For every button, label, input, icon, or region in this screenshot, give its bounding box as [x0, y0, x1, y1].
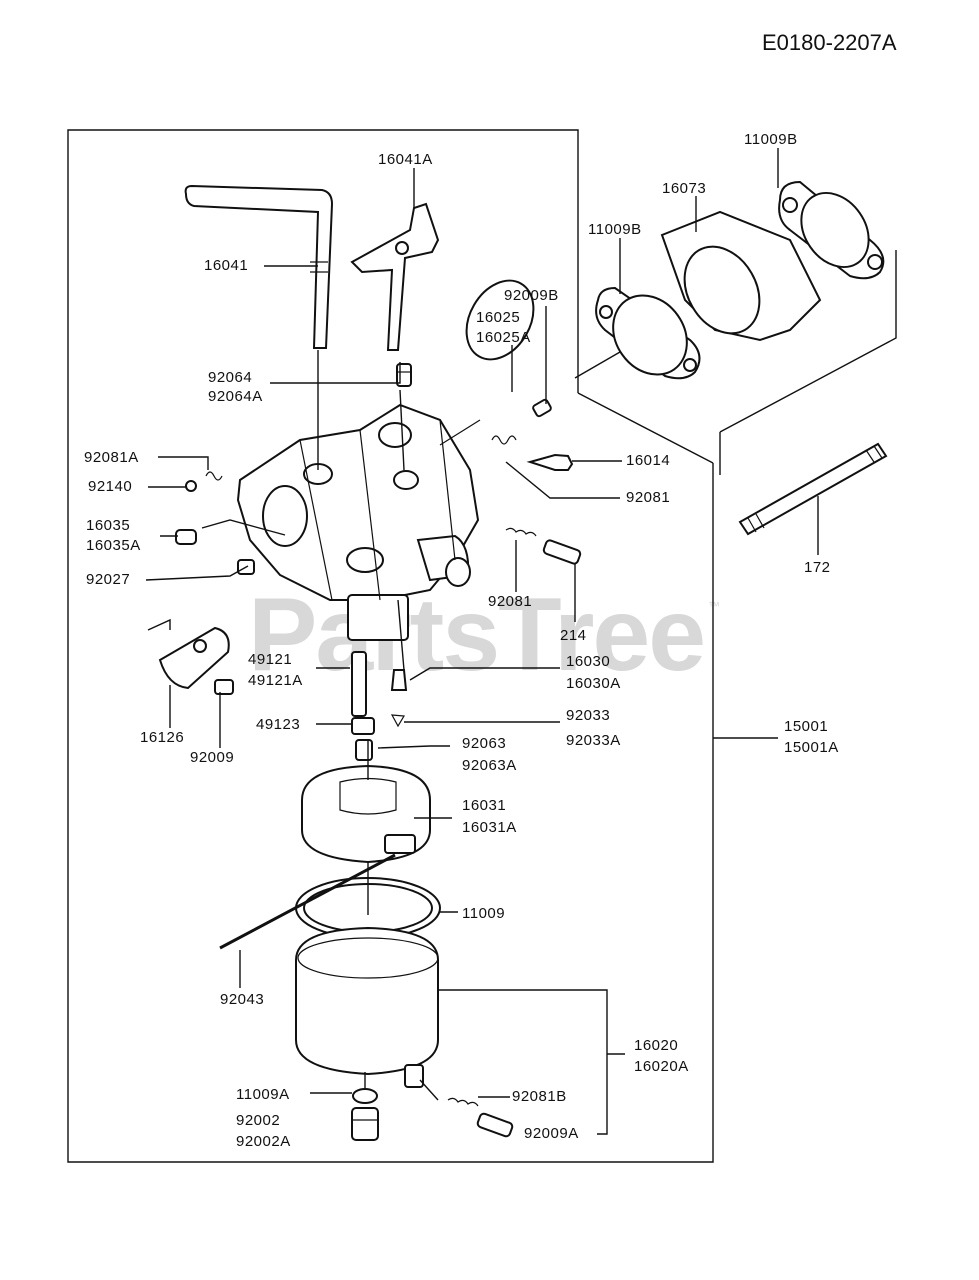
spring-92081a: [205, 471, 223, 481]
callout-92081b: 92081B: [512, 1088, 567, 1105]
callout-92009b: 92009B: [504, 287, 559, 304]
callout-92009: 92009: [190, 749, 234, 766]
callout-16041a: 16041A: [378, 151, 433, 168]
spring-92081-right: [491, 435, 517, 445]
screw-92009b: [532, 398, 552, 418]
watermark-text: PartsTree: [248, 577, 704, 693]
bowl-16020: [295, 926, 439, 1088]
callout-92081-lower: 92081: [488, 593, 532, 610]
pin-92043: [219, 853, 396, 950]
screw-16035: [175, 529, 197, 545]
jet-49123: [351, 717, 375, 735]
shaft-16041: [184, 184, 334, 349]
insulator-16073: [660, 210, 822, 342]
gasket-11009b-right: [778, 180, 885, 280]
callout-92009a: 92009A: [524, 1125, 579, 1142]
callout-11009: 11009: [462, 905, 505, 922]
watermark-trademark: ™: [708, 599, 720, 613]
gasket-11009b-left: [595, 286, 701, 380]
callout-92043: 92043: [220, 991, 264, 1008]
screw-92009: [214, 679, 234, 695]
callout-16014: 16014: [626, 452, 670, 469]
spring-92081-lower: [505, 527, 537, 537]
nozzle-49121: [351, 651, 367, 717]
callout-16041: 16041: [204, 257, 248, 274]
callout-92081-right: 92081: [626, 489, 670, 506]
ball-92140: [185, 480, 197, 492]
callout-172: 172: [804, 559, 831, 576]
callout-92081a: 92081A: [84, 449, 139, 466]
callout-11009b-left: 11009B: [588, 221, 642, 238]
callout-11009b-top: 11009B: [744, 131, 798, 148]
screw-92009a: [476, 1112, 514, 1138]
leader-lines: [145, 148, 819, 1135]
jet-92063: [355, 739, 373, 761]
stud-172: [738, 442, 888, 536]
carburetor-body: [236, 279, 535, 641]
callout-49123: 49123: [256, 716, 300, 733]
callout-11009a: 11009A: [236, 1086, 290, 1103]
valve-16030: [390, 669, 408, 691]
callout-92140: 92140: [88, 478, 132, 495]
clip-92033: [390, 714, 406, 728]
shaft-16041a: [350, 202, 440, 351]
assembly-frame: [67, 129, 897, 1163]
callout-16073: 16073: [662, 180, 706, 197]
washer-11009a: [352, 1088, 378, 1104]
screw-214: [542, 539, 582, 565]
bolt-92002: [351, 1107, 379, 1141]
callout-16126: 16126: [140, 729, 184, 746]
plate-16126: [158, 626, 230, 690]
callout-214: 214: [560, 627, 587, 644]
screw-16014: [526, 453, 574, 471]
spring-92081b: [447, 1097, 479, 1107]
callout-92027: 92027: [86, 571, 130, 588]
float-16031: [301, 764, 431, 864]
document-id: E0180-2207A: [762, 30, 897, 55]
